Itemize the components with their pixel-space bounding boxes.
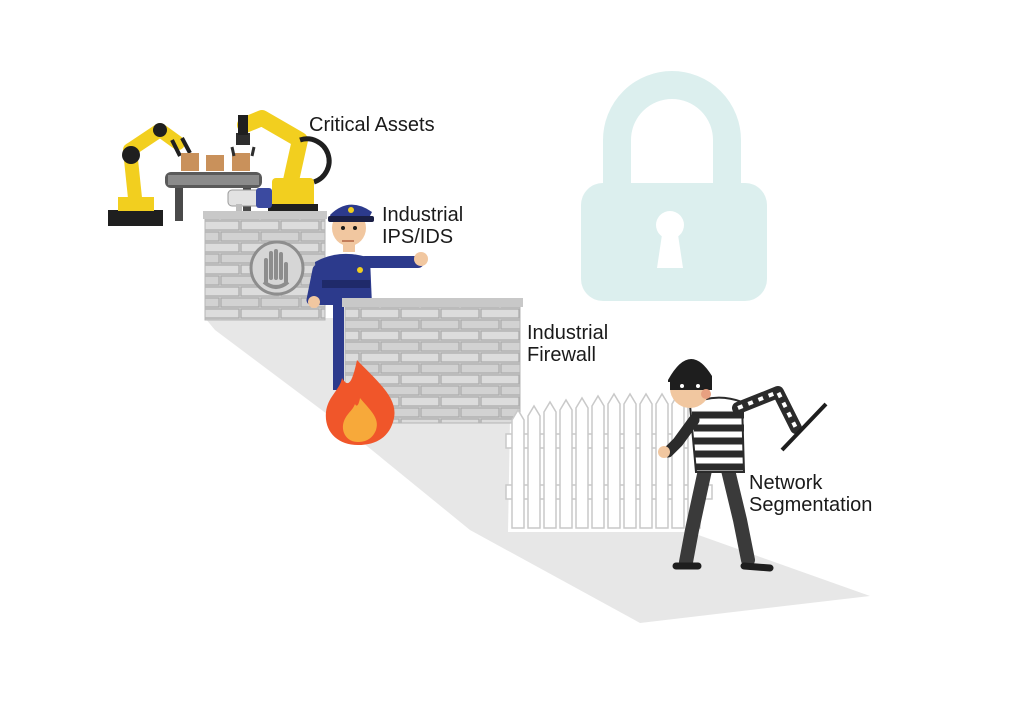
network-segmentation-label: Network Segmentation — [749, 472, 873, 516]
fire-icon — [325, 360, 395, 445]
burglar-figure — [658, 358, 828, 572]
padlock-icon — [581, 71, 767, 301]
stop-hand-icon — [249, 240, 305, 296]
industrial-firewall-label: Industrial Firewall — [527, 322, 609, 366]
floor-shadow — [205, 318, 870, 623]
brick-wall-back — [203, 211, 327, 321]
robot-arms-icon — [108, 110, 332, 226]
ips-ids-label: Industrial IPS/IDS — [382, 204, 464, 248]
critical-assets-label: Critical Assets — [309, 114, 435, 136]
police-officer-figure — [306, 204, 428, 390]
picket-fence — [505, 392, 713, 529]
